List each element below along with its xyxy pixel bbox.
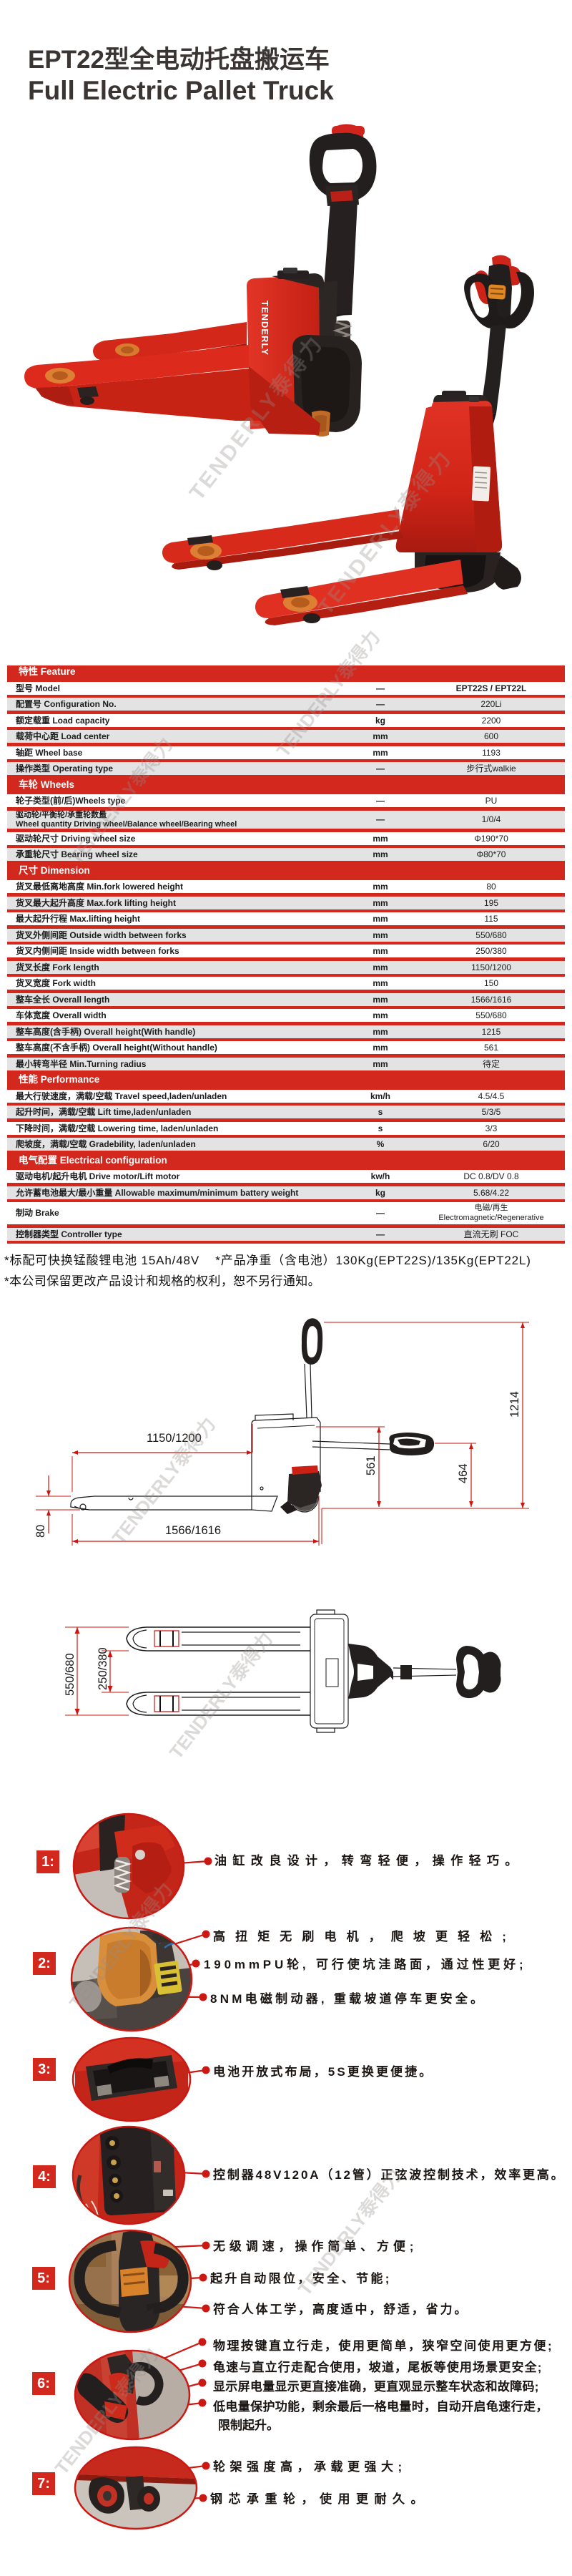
svg-text:1150/1200: 1150/1200 xyxy=(147,1432,202,1445)
svg-text:561: 561 xyxy=(365,1455,378,1475)
svg-text:TENDERLY: TENDERLY xyxy=(499,492,508,530)
svg-text:1566/1616: 1566/1616 xyxy=(165,1524,221,1537)
svg-text:1214: 1214 xyxy=(508,1391,521,1418)
svg-text:80: 80 xyxy=(34,1525,47,1538)
svg-text:250/380: 250/380 xyxy=(97,1647,109,1690)
svg-text:550/680: 550/680 xyxy=(64,1653,77,1696)
svg-text:464: 464 xyxy=(457,1463,470,1483)
svg-text:TENDERLY: TENDERLY xyxy=(260,301,270,356)
